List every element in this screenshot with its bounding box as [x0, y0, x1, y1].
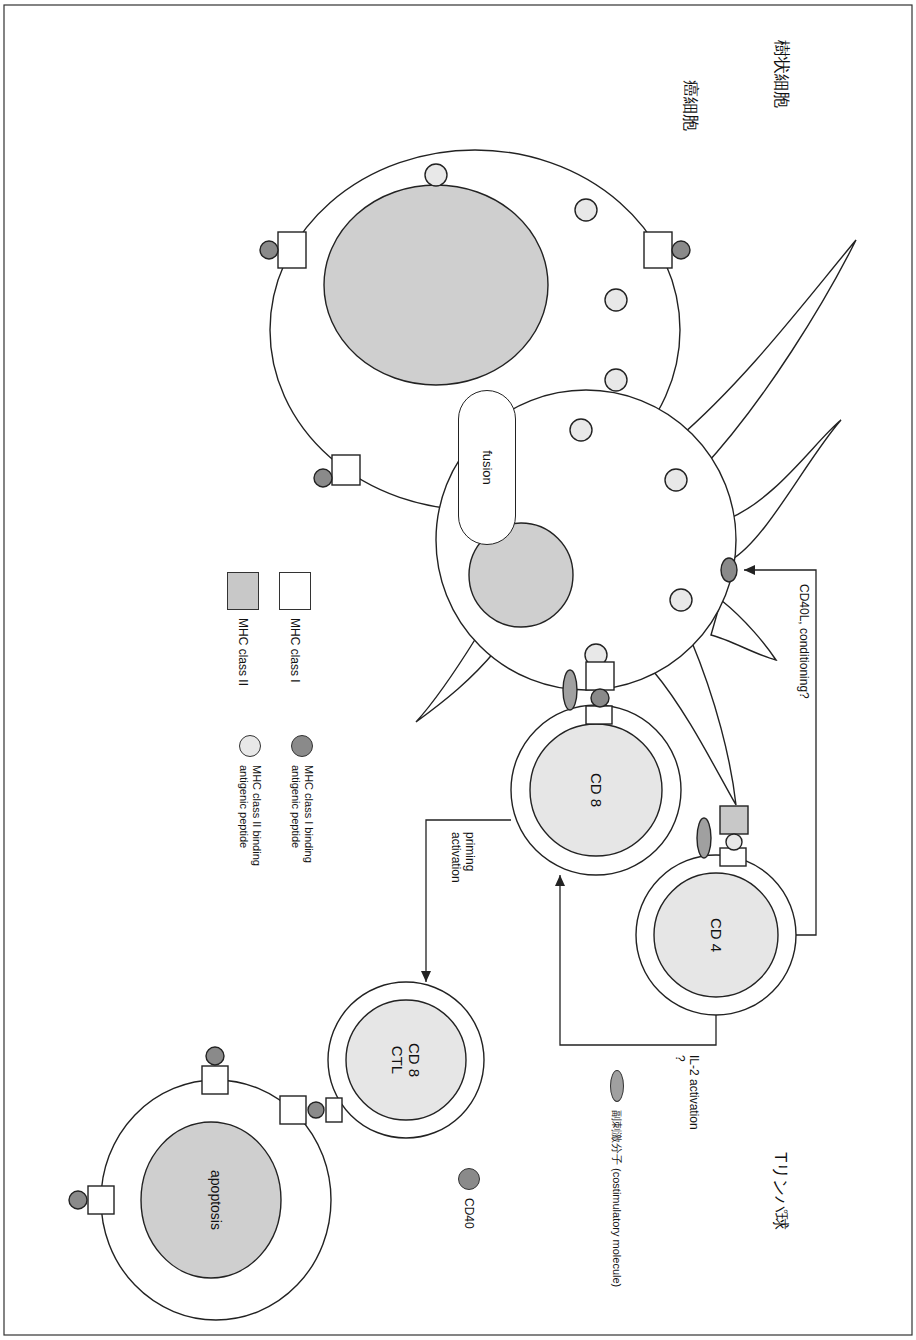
legend-text: MHC class II binding antigenic peptide — [237, 765, 263, 887]
figure-frame — [4, 5, 912, 1335]
mhc1-molecule — [332, 455, 360, 485]
class2-peptide — [670, 589, 692, 611]
fusion-zone: fusion — [458, 390, 516, 545]
class2-peptide — [605, 289, 627, 311]
edge-label-text: CD40L, conditioning? — [796, 582, 810, 701]
t-cell-receptor — [326, 1098, 342, 1122]
apoptotic-cell: apoptosis — [101, 1080, 331, 1320]
arrowhead — [555, 875, 565, 886]
class2-peptide — [425, 164, 447, 186]
connector-line — [426, 820, 511, 982]
costimulatory-molecule — [563, 670, 577, 710]
edge-label: CD40L, conditioning? — [796, 582, 810, 701]
t-cell-membrane — [511, 705, 681, 875]
class2-peptide — [605, 369, 627, 391]
class2-peptide — [575, 199, 597, 221]
node-label: CD 8 CTL — [389, 1038, 424, 1082]
mhc1-molecule — [644, 232, 672, 268]
legend-item: MHC class I binding antigenic peptide — [289, 735, 315, 887]
mhc1-molecule — [586, 662, 614, 690]
t-cell-receptor — [720, 848, 746, 866]
legend-item: CD40 — [458, 1168, 480, 1229]
node-label: 樹状細胞 — [771, 40, 791, 360]
cd8-t-cell: CD 8 — [511, 705, 681, 875]
dendritic-cell-body — [436, 390, 736, 690]
legend-item: MHC class II — [227, 572, 259, 686]
mhc1-molecule — [202, 1066, 228, 1094]
legend-swatch — [458, 1168, 480, 1190]
class1-peptide — [206, 1047, 224, 1065]
node-label: fusion — [480, 450, 495, 485]
t-cell-nucleus — [654, 873, 778, 997]
class1-peptide — [308, 1102, 324, 1118]
class2-peptide — [726, 834, 742, 850]
node-label: CD 4 — [707, 918, 724, 952]
dendrite — [711, 600, 776, 660]
class1-peptide — [260, 241, 278, 259]
group-label-text: Tリンパ球 — [770, 1150, 790, 1232]
node-label: 癌細胞 — [680, 80, 700, 440]
mhc1-molecule — [278, 232, 306, 268]
cancer-nucleus — [324, 185, 548, 385]
legend-text: 副刺激分子 (costimulatory molecule) — [611, 1110, 624, 1287]
edge-label: priming activation — [448, 830, 476, 904]
mhc2-molecule — [720, 806, 748, 834]
connector-line — [560, 875, 716, 1045]
arrowhead — [744, 565, 755, 575]
legend-text: CD40 — [462, 1198, 476, 1229]
class1-peptide — [672, 241, 690, 259]
connector — [555, 875, 716, 1045]
legend-text: MHC class I binding antigenic peptide — [289, 765, 315, 887]
node-label: apoptosis — [208, 1170, 224, 1230]
connector-line — [744, 570, 816, 935]
target-cell-membrane — [101, 1080, 331, 1320]
arrowhead — [421, 971, 431, 982]
connector — [744, 565, 816, 935]
legend-text: MHC class I — [288, 618, 302, 683]
connector — [421, 820, 511, 982]
class1-peptide — [314, 469, 332, 487]
edge-label-text: IL-2 activation ? — [672, 1053, 700, 1133]
cd40-molecule — [721, 558, 737, 582]
costimulatory-molecule — [697, 818, 711, 858]
legend-item: 副刺激分子 (costimulatory molecule) — [610, 1070, 624, 1287]
dendrite — [726, 420, 841, 560]
legend-swatch — [239, 735, 261, 757]
node-label: CD 8 — [587, 773, 604, 807]
mhc1-molecule — [280, 1096, 306, 1124]
apoptotic-nucleus — [141, 1122, 281, 1278]
mhc1-molecule — [88, 1186, 114, 1214]
class1-peptide — [69, 1191, 87, 1209]
ctl-cell: CD 8 CTL — [328, 982, 484, 1138]
legend-swatch — [279, 572, 311, 610]
legend-item: MHC class II binding antigenic peptide — [237, 735, 263, 887]
t-cell-nucleus — [530, 724, 662, 856]
legend-text: MHC class II — [236, 618, 250, 686]
t-cell-nucleus — [346, 1000, 466, 1120]
t-cell-membrane — [328, 982, 484, 1138]
legend-swatch — [291, 735, 313, 757]
edge-label: IL-2 activation ? — [672, 1053, 700, 1133]
class2-peptide — [570, 419, 592, 441]
group-label: Tリンパ球 — [770, 1150, 790, 1232]
t-cell-membrane — [636, 855, 796, 1015]
t-cell-receptor — [586, 706, 612, 724]
dendritic-cell: 樹状細胞fusion — [434, 380, 744, 700]
class1-peptide — [591, 689, 609, 707]
edge-label-text: priming activation — [448, 830, 476, 904]
cd4-t-cell: CD 4 — [636, 855, 796, 1015]
class2-peptide — [665, 469, 687, 491]
legend-swatch — [227, 572, 259, 610]
legend-item: MHC class I — [279, 572, 311, 683]
cancer-cell: 癌細胞 — [270, 150, 680, 510]
legend-swatch — [610, 1070, 624, 1102]
